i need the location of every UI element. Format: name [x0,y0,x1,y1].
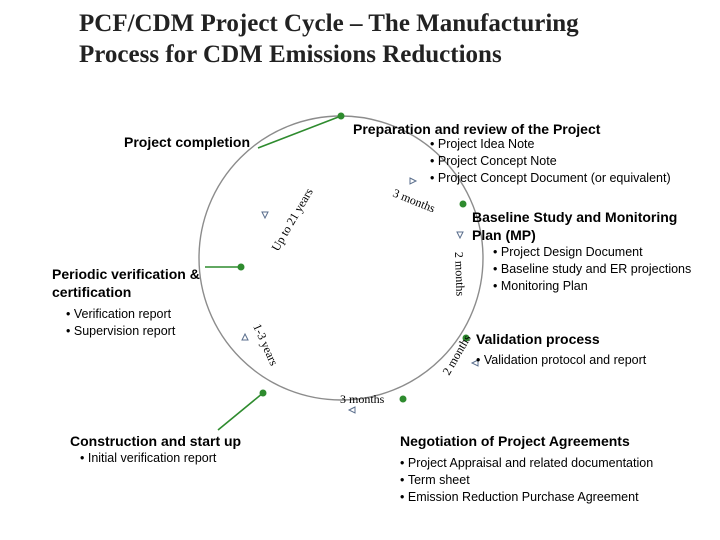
list-item: Term sheet [400,472,653,489]
list-item: Project Appraisal and related documentat… [400,455,653,472]
arrow-6 [261,211,269,220]
duration-verification-completion: Up to 21 years [268,185,315,253]
list-item: Monitoring Plan [493,278,691,295]
node-validation [462,334,470,342]
baseline-heading-line-1: Baseline Study and Monitoring [472,209,678,225]
node-verification [237,263,245,271]
page-title: PCF/CDM Project Cycle – The Manufacturin… [79,8,699,70]
arrow-5 [241,332,249,341]
list-item: Initial verification report [80,450,217,467]
construction-heading: Construction and start up [70,433,242,449]
list-item: Baseline study and ER projections [493,261,691,278]
connector-construction [217,392,264,431]
arrow-1 [409,177,418,185]
negotiation-heading: Negotiation of Project Agreements [400,433,630,449]
verification-items: Verification report Supervision report [66,306,175,340]
node-negotiation [399,395,407,403]
title-line-1: PCF/CDM Project Cycle – The Manufacturin… [79,10,579,37]
validation-heading: Validation process [476,331,600,347]
list-item: Project Concept Document (or equivalent) [430,170,671,187]
validation-items: Validation protocol and report [476,352,646,369]
baseline-heading: Baseline Study and Monitoring Plan (MP) [472,208,677,244]
arrow-4 [347,406,356,414]
preparation-heading: Preparation and review of the Project [353,121,601,137]
duration-baseline-validation: 2 months [452,252,468,297]
duration-prep-baseline: 3 months [391,186,438,216]
list-item: Project Design Document [493,244,691,261]
construction-items: Initial verification report [80,450,217,467]
node-preparation [337,112,345,120]
list-item: Supervision report [66,323,175,340]
list-item: Validation protocol and report [476,352,646,369]
completion-heading: Project completion [124,134,251,150]
list-item: Project Idea Note [430,136,671,153]
baseline-items: Project Design Document Baseline study a… [493,244,691,295]
baseline-heading-line-2: Plan (MP) [472,227,536,243]
node-baseline [459,200,467,208]
negotiation-items: Project Appraisal and related documentat… [400,455,653,506]
list-item: Project Concept Note [430,153,671,170]
node-construction [259,389,267,397]
duration-negotiation-construction: 3 months [340,392,385,406]
connector-completion [257,115,342,149]
title-line-2: Process for CDM Emissions Reductions [79,41,502,68]
verification-heading-line-2: certification [52,284,132,300]
preparation-items: Project Idea Note Project Concept Note P… [430,136,671,187]
verification-heading: Periodic verification & certification [52,265,200,301]
list-item: Emission Reduction Purchase Agreement [400,489,653,506]
duration-construction-verification: 1-3 years [250,322,281,368]
arrow-2 [456,231,464,240]
list-item: Verification report [66,306,175,323]
verification-heading-line-1: Periodic verification & [52,266,200,282]
